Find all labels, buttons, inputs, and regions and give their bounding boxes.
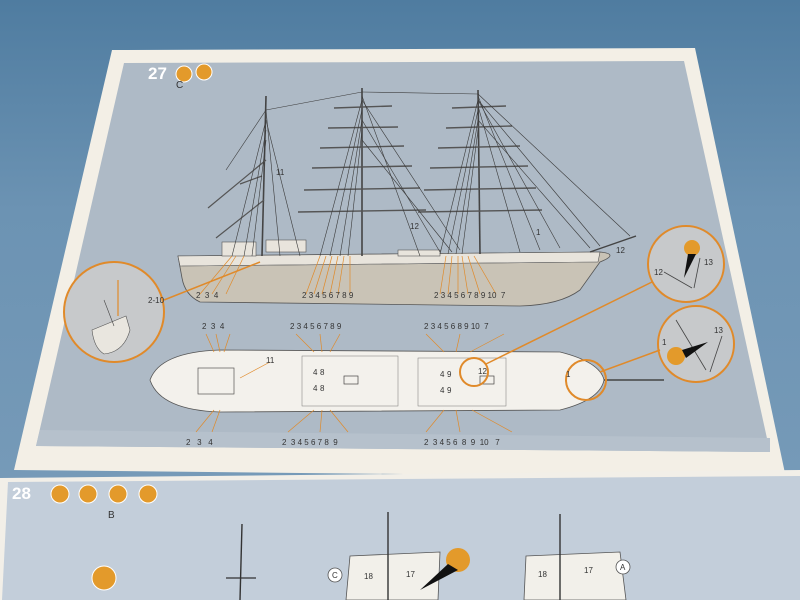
inner-label-8a: 8	[320, 368, 325, 377]
step-27-sublabel: C	[176, 80, 184, 91]
step-28-sublabel: B	[108, 510, 115, 521]
step-27-number: 27	[148, 64, 167, 83]
step28-paint-icon	[109, 485, 127, 503]
mast-label-12a: 12	[410, 222, 419, 231]
inner-label-4b: 4	[313, 384, 318, 393]
side-label-b: 2 3 4 5 6 7 8 9	[302, 291, 354, 300]
brush-icon	[196, 64, 212, 80]
inner-label-4c: 4	[440, 370, 445, 379]
top-label-c: 2 3 4 5 6 8 9 10 7	[424, 322, 489, 331]
bottom-label-a: 2 3 4	[186, 438, 213, 447]
inner-label-12: 12	[478, 367, 487, 376]
inner-label-11: 11	[266, 356, 275, 365]
bottom-label-b: 2 3 4 5 6 7 8 9	[282, 438, 338, 447]
mast-label-1: 1	[536, 228, 541, 237]
callout-bottom-right-label-1: 1	[662, 338, 667, 347]
inner-label-4a: 4	[313, 368, 318, 377]
sail-label-18b: 18	[538, 570, 547, 579]
side-label-a: 2 3 4	[196, 291, 219, 300]
inner-label-8b: 8	[320, 384, 325, 393]
step28-scissors-icon	[79, 485, 97, 503]
step-28-number: 28	[12, 484, 31, 503]
sail-label-17a: 17	[406, 570, 415, 579]
step28-glue-tube-icon	[51, 485, 69, 503]
inner-label-4d: 4	[440, 386, 445, 395]
marker-a: A	[620, 563, 626, 572]
marker-c: C	[332, 571, 338, 580]
sail-label-18a: 18	[364, 572, 373, 581]
inner-label-9b: 9	[447, 386, 452, 395]
mast-label-11: 11	[276, 168, 285, 177]
inner-label-9a: 9	[447, 370, 452, 379]
callout-top-right-label-13: 13	[704, 258, 713, 267]
inner-label-1: 1	[566, 370, 571, 379]
bottom-label-c: 2 3 4 5 6 8 9 10 7	[424, 438, 500, 447]
side-label-c: 2 3 4 5 6 7 8 9 10 7	[434, 291, 506, 300]
top-label-b: 2 3 4 5 6 7 8 9	[290, 322, 342, 331]
callout-bottom-right-label-13: 13	[714, 326, 723, 335]
callout-left-label: 2-10	[148, 296, 165, 305]
sail-label-17b: 17	[584, 566, 593, 575]
mast-label-12b: 12	[616, 246, 625, 255]
callout-top-right-label-12: 12	[654, 268, 663, 277]
step28-brush-icon	[139, 485, 157, 503]
top-label-a: 2 3 4	[202, 322, 225, 331]
